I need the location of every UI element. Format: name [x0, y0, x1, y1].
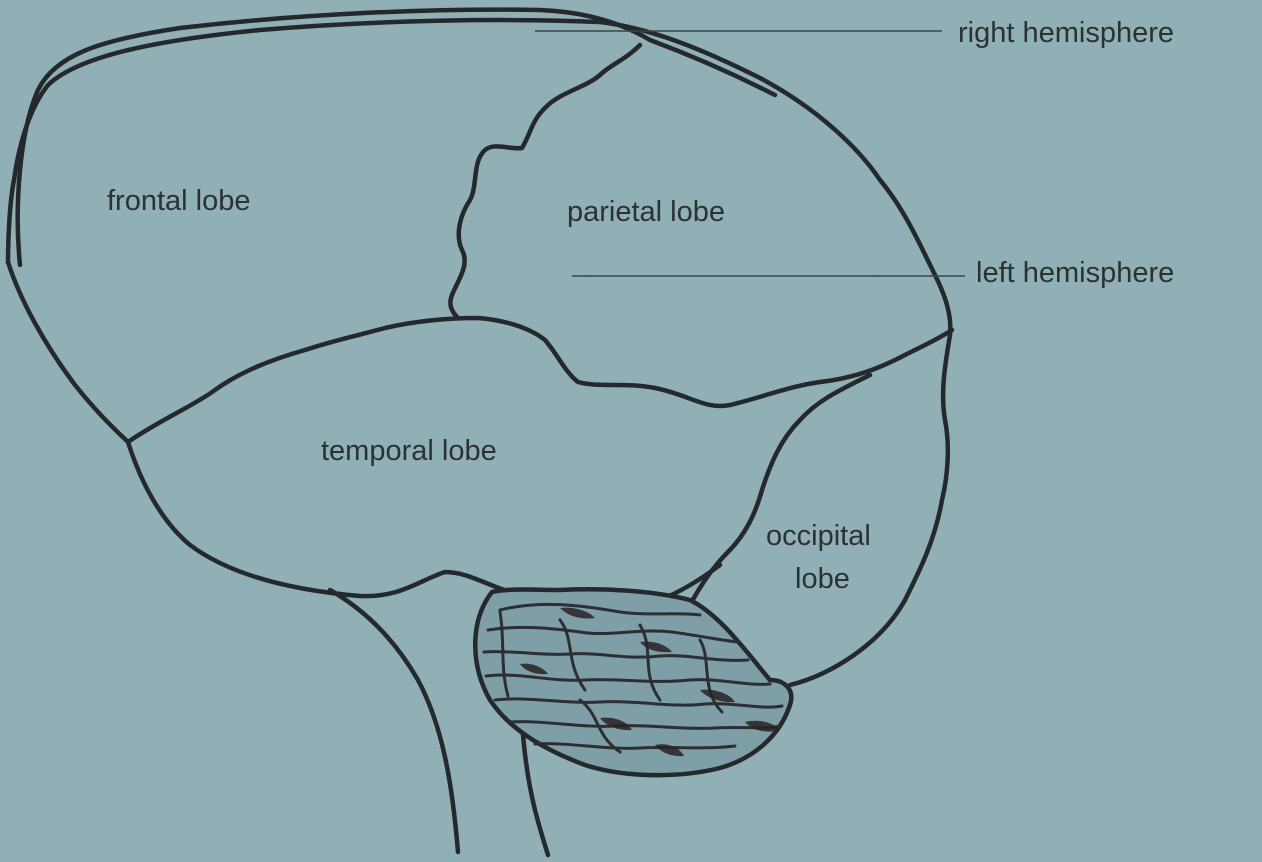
parietal-lobe-label: parietal lobe	[567, 196, 725, 228]
frontal-lobe-label: frontal lobe	[107, 185, 251, 217]
temporal-lobe-label: temporal lobe	[321, 435, 497, 467]
right-hemisphere-label: right hemisphere	[958, 17, 1174, 49]
occipital-lobe-label-line2: lobe	[795, 563, 850, 595]
left-hemisphere-label: left hemisphere	[976, 257, 1174, 289]
occipital-lobe-label-line1: occipital	[766, 520, 871, 552]
